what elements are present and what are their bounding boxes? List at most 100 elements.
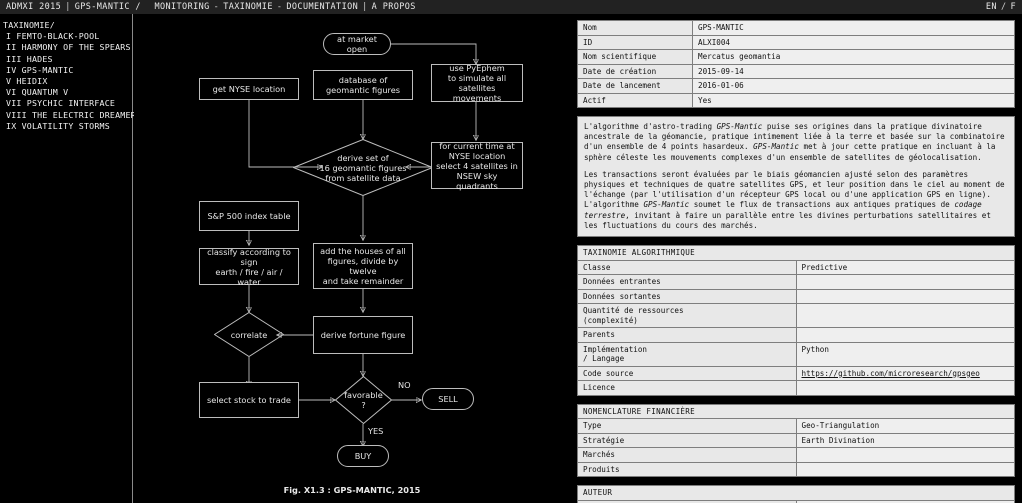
- row-key: Implémentation / Langage: [577, 341, 797, 367]
- flow-node-add-the-houses[interactable]: add the houses of all figures, divide by…: [313, 243, 413, 289]
- desc-p2-em2: codage terrestre: [584, 200, 982, 220]
- sidebar-item-psychic-interface[interactable]: VII PSYCHIC INTERFACE: [6, 98, 116, 109]
- row-value: 2016-01-06: [692, 78, 1015, 94]
- row-value: [795, 380, 1015, 396]
- flow-node-select-stock-to-trade[interactable]: select stock to trade: [199, 382, 299, 418]
- sidebar-item-the-electric-dreamer[interactable]: VIII THE ELECTRIC DREAMER: [6, 109, 136, 120]
- author-title: AUTEUR: [577, 485, 1015, 501]
- sidebar-item-gps-mantic[interactable]: IV GPS-MANTIC: [6, 64, 74, 75]
- lang-option-fr[interactable]: F: [1010, 2, 1016, 12]
- description-block: L'algorithme d'astro-trading GPS-Mantic …: [577, 116, 1015, 238]
- row-value: Geo-Triangulation: [795, 418, 1015, 434]
- flow-node-classify-according-to-sign[interactable]: classify according to sign earth / fire …: [199, 247, 299, 287]
- flow-node-derive-set-of-figures[interactable]: derive set of 16 geomantic figures from …: [293, 139, 433, 196]
- row-value: https://github.com/microresearch/gpsgeo: [795, 365, 1015, 382]
- nav-link-documentation[interactable]: DOCUMENTATION: [286, 2, 359, 12]
- table-section-header-row: TAXINOMIE ALGORITHMIQUE: [577, 245, 1015, 261]
- row-key: Parents: [577, 327, 797, 343]
- row-key: Licence: [577, 380, 797, 396]
- taxonomy-title: TAXINOMIE ALGORITHMIQUE: [577, 245, 1015, 261]
- nav-link-monitoring[interactable]: MONITORING: [154, 2, 210, 12]
- nav-spacer-1: [141, 2, 155, 12]
- flow-node-select-4-satellites[interactable]: for current time at NYSE location select…: [431, 141, 523, 191]
- table-row: Stratégie Earth Divination: [577, 432, 1015, 449]
- row-key: Nom: [577, 20, 693, 36]
- figure-caption: Fig. X1.3 : GPS-MANTIC, 2015: [283, 485, 421, 495]
- sidebar-item-volatility-storms[interactable]: IX VOLATILITY STORMS: [6, 120, 110, 131]
- desc-p2-em1: GPS-Mantic: [643, 200, 690, 210]
- flow-node-derive-fortune-figure[interactable]: derive fortune figure: [313, 316, 413, 354]
- table-row: Données entrantes: [577, 274, 1015, 290]
- sidebar-item-list: I FEMTO-BLACK-POOL II HARMONY OF THE SPE…: [3, 31, 136, 132]
- code-source-link[interactable]: https://github.com/microresearch/gpsgeo: [801, 368, 980, 378]
- table-row: Nom GPS-MANTIC: [577, 20, 1015, 36]
- nav-separator-2: |: [362, 2, 368, 12]
- nav-link-taxinomie[interactable]: TAXINOMIE: [223, 2, 273, 12]
- desc-p1-a: L'algorithme d'astro-trading: [584, 122, 717, 131]
- nav-link-a-propos[interactable]: A PROPOS: [371, 2, 416, 12]
- flow-node-buy[interactable]: BUY: [337, 445, 389, 467]
- flow-node-database-of-geomantic-figures[interactable]: database of geomantic figures: [313, 70, 413, 100]
- table-row: Licence: [577, 380, 1015, 396]
- lang-option-en[interactable]: EN: [985, 2, 997, 12]
- detail-panel: Nom GPS-MANTIC ID ALXI004 Nom scientifiq…: [570, 14, 1022, 503]
- sidebar-item-femto-black-pool[interactable]: I FEMTO-BLACK-POOL: [6, 31, 100, 42]
- row-value: [795, 274, 1015, 290]
- diamond-shape-icon: [214, 312, 284, 357]
- row-value: ALXI004: [692, 34, 1015, 50]
- desc-p2-c: , invitant à faire un parallèle entre le…: [584, 210, 991, 230]
- row-key: Date de création: [577, 63, 693, 79]
- row-value: Earth Divination: [795, 432, 1015, 449]
- row-value: [795, 288, 1015, 305]
- table-row: Nom scientifique Mercatus geomantia: [577, 49, 1015, 65]
- flow-node-get-nyse-location[interactable]: get NYSE location: [199, 78, 299, 100]
- row-key: Code source: [577, 365, 797, 382]
- taxonomy-table: TAXINOMIE ALGORITHMIQUE Classe Predictiv…: [577, 245, 1015, 396]
- table-row: ID ALXI004: [577, 34, 1015, 50]
- row-key: Type: [577, 418, 797, 434]
- sidebar-item-hades[interactable]: III HADES: [6, 53, 53, 64]
- table-row: Type Geo-Triangulation: [577, 418, 1015, 434]
- brand-label: ADMXI 2015: [6, 2, 62, 12]
- row-key: Classe: [577, 259, 797, 276]
- table-row: Marchés: [577, 447, 1015, 463]
- row-value: [795, 327, 1015, 343]
- table-row: Produits: [577, 461, 1015, 478]
- flow-node-sell[interactable]: SELL: [422, 388, 474, 410]
- row-key: Données entrantes: [577, 274, 797, 290]
- sidebar-item-heidix[interactable]: V HEIDIX: [6, 76, 48, 87]
- flow-node-use-pyephem[interactable]: use PyEphem to simulate all satellites m…: [431, 63, 523, 103]
- table-row: Classe Predictive: [577, 259, 1015, 276]
- flow-node-derive-set-label: derive set of 16 geomantic figures from …: [319, 152, 407, 183]
- author-table: AUTEUR Name Martin Howse Website http://…: [577, 485, 1015, 503]
- nav-dash-1: -: [213, 2, 220, 12]
- row-key: Actif: [577, 92, 693, 108]
- top-navigation-bar: ADMXI 2015 | GPS-MANTIC / MONITORING - T…: [0, 0, 1022, 14]
- nav-separator-1: |: [65, 2, 71, 12]
- row-value: Mercatus geomantia: [692, 49, 1015, 65]
- flow-node-sp500-index-table[interactable]: S&P 500 index table: [199, 201, 299, 231]
- top-nav-links: ADMXI 2015 | GPS-MANTIC / MONITORING - T…: [6, 2, 416, 12]
- table-row: Actif Yes: [577, 92, 1015, 108]
- edge-label-yes: YES: [368, 426, 384, 436]
- flow-node-correlate-label: correlate: [230, 329, 268, 340]
- desc-p2-a: Les transactions seront évaluées par le …: [584, 169, 1005, 210]
- diamond-shape-icon: [293, 139, 433, 196]
- sidebar-item-harmony-of-the-spears[interactable]: II HARMONY OF THE SPEARS: [6, 42, 131, 53]
- row-value: [795, 447, 1015, 463]
- sidebar-root-label: TAXINOMIE/: [3, 20, 55, 30]
- flow-node-favorable-decision[interactable]: favorable ?: [335, 376, 392, 424]
- desc-p2-b: soumet le flux de transactions aux antiq…: [689, 200, 955, 210]
- row-value: [795, 303, 1015, 329]
- description-paragraph-2: Les transactions seront évaluées par le …: [584, 170, 1008, 231]
- sidebar-item-quantum-v[interactable]: VI QUANTUM V: [6, 87, 69, 98]
- nomenclature-title: NOMENCLATURE FINANCIÈRE: [577, 403, 1015, 420]
- desc-p1-em1: GPS-Mantic: [716, 122, 763, 131]
- desc-p1-em2: GPS-Mantic: [753, 142, 799, 152]
- flow-node-market-open[interactable]: at market open: [323, 33, 391, 55]
- nomenclature-table: NOMENCLATURE FINANCIÈRE Type Geo-Triangu…: [577, 403, 1015, 478]
- flow-node-correlate[interactable]: correlate: [214, 312, 284, 357]
- row-value: Yes: [692, 92, 1015, 108]
- row-value: Predictive: [795, 259, 1015, 276]
- row-value: 2015-09-14: [692, 63, 1015, 79]
